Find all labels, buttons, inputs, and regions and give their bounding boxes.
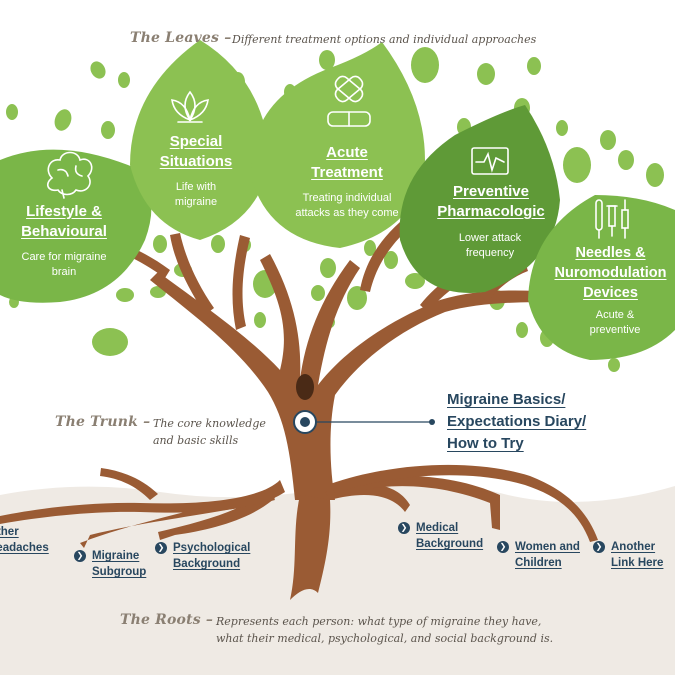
root-subgroup-line2: Subgroup	[92, 566, 147, 578]
root-psych-line2: Background	[173, 558, 241, 570]
root-women-line2: Children	[515, 557, 562, 569]
trunk-node-inner	[300, 417, 310, 427]
leaf-needles-shape	[528, 195, 675, 360]
trunk-links[interactable]: Migraine Basics/ Expectations Diary/ How…	[447, 389, 586, 455]
chevron-right-icon: ❯	[593, 541, 605, 553]
scattered-leaves	[6, 47, 664, 372]
bandage-pill-icon	[327, 75, 371, 127]
root-other-line1: Other	[0, 526, 19, 538]
leaf-preventive-shape	[399, 105, 560, 293]
syringe-icon	[595, 199, 629, 239]
root-link-another-label: Another Link Here	[611, 539, 663, 571]
link-migraine-basics[interactable]: Migraine Basics/	[447, 391, 566, 408]
root-link-psychological[interactable]: ❯ Psychological Background	[155, 540, 250, 572]
root-subgroup-line1: Migraine	[92, 550, 140, 562]
root-medical-line2: Background	[416, 538, 484, 550]
root-link-another[interactable]: ❯ Another Link Here	[593, 539, 663, 571]
leaves-section-desc: Different treatment options and individu…	[232, 33, 537, 46]
roots-desc-line1: Represents each person: what type of mig…	[216, 615, 542, 628]
link-how-to-try[interactable]: How to Try	[447, 435, 524, 452]
root-link-other-headaches[interactable]: Other Headaches	[0, 524, 49, 556]
root-link-migraine-subgroup[interactable]: ❯ Migraine Subgroup	[74, 548, 146, 580]
leaves-section-label: The Leaves –	[130, 30, 232, 46]
trunk-knot	[296, 374, 314, 400]
leaf-lifestyle-title-line2: Behavioural	[21, 223, 107, 240]
leaf-preventive-desc-line1: Lower attack	[458, 232, 522, 244]
leaf-acute-desc-line1: Treating individual	[302, 192, 392, 204]
roots-section-desc: Represents each person: what type of mig…	[216, 613, 553, 647]
chevron-right-icon: ❯	[155, 542, 167, 554]
chevron-right-icon: ❯	[398, 522, 410, 534]
root-link-migraine-subgroup-label: Migraine Subgroup	[92, 548, 146, 580]
leaf-preventive-desc: Lower attack frequency	[425, 231, 555, 261]
roots-section-label: The Roots –	[120, 612, 214, 628]
roots-desc-line2: what their medical, psychological, and s…	[216, 632, 554, 645]
leaf-special-title-line2: Situations	[159, 153, 233, 170]
trunk-desc-line2: and basic skills	[153, 434, 239, 447]
root-link-medical[interactable]: ❯ Medical Background	[398, 520, 483, 552]
root-link-other-headaches-label: Other Headaches	[0, 524, 49, 556]
leaf-lifestyle-desc: Care for migraine brain	[4, 250, 124, 280]
leaf-preventive-desc-line2: frequency	[465, 247, 515, 259]
root-link-medical-label: Medical Background	[416, 520, 483, 552]
link-expectations-diary[interactable]: Expectations Diary/	[447, 413, 587, 430]
big-leaves	[0, 40, 675, 360]
root-women-line1: Women and	[515, 541, 580, 553]
root-link-women-children-label: Women and Children	[515, 539, 580, 571]
root-link-women-children[interactable]: ❯ Women and Children	[497, 539, 580, 571]
trunk-section-desc: The core knowledge and basic skills	[153, 415, 266, 449]
chevron-right-icon: ❯	[497, 541, 509, 553]
leaf-needles-desc-line2: preventive	[589, 324, 641, 336]
root-another-line2: Link Here	[611, 557, 664, 569]
root-link-psychological-label: Psychological Background	[173, 540, 250, 572]
leaf-needles-title-line2: Nuromodulation	[554, 265, 667, 281]
leaf-needles-desc: Acute & preventive	[560, 308, 670, 338]
leaf-lifestyle-desc-line1: Care for migraine	[21, 251, 107, 263]
brain-icon	[46, 151, 93, 199]
roots	[0, 464, 598, 600]
leaf-special-desc-line1: Life with	[175, 181, 217, 193]
leaf-lifestyle-shape	[0, 149, 152, 303]
root-another-line1: Another	[611, 541, 656, 553]
leaf-lifestyle-desc-line2: brain	[51, 266, 77, 278]
trunk-desc-line1: The core knowledge	[153, 417, 266, 430]
leaf-special-title-line1: Special	[169, 133, 223, 150]
root-medical-line1: Medical	[416, 522, 459, 534]
chevron-right-icon: ❯	[74, 550, 86, 562]
leaf-acute-desc: Treating individual attacks as they come	[272, 191, 422, 221]
monitor-icon	[471, 147, 509, 175]
leaf-preventive-title-line2: Pharmacologic	[437, 203, 545, 220]
leaf-special-desc: Life with migraine	[140, 180, 252, 210]
leaf-acute-desc-line2: attacks as they come	[295, 207, 399, 219]
leaf-acute-title[interactable]: Acute Treatment	[282, 143, 412, 183]
leaf-acute-title-line1: Acute	[326, 144, 368, 161]
leaf-lifestyle-title[interactable]: Lifestyle & Behavioural	[4, 202, 124, 242]
leaf-needles-title[interactable]: Needles & Nuromodulation Devices	[546, 243, 675, 303]
leaf-lifestyle-title-line1: Lifestyle &	[26, 203, 102, 220]
trunk-section-label: The Trunk –	[55, 414, 151, 430]
leaf-acute-shape	[251, 42, 425, 248]
trunk-connector-dot	[429, 419, 435, 425]
leaf-special-desc-line2: migraine	[174, 196, 218, 208]
root-psych-line1: Psychological	[173, 542, 251, 554]
leaf-preventive-title-line1: Preventive	[453, 183, 529, 200]
leaf-needles-desc-line1: Acute &	[595, 309, 635, 321]
leaf-special-title[interactable]: Special Situations	[140, 132, 252, 172]
leaf-needles-title-line3: Devices	[583, 285, 638, 301]
leaf-needles-title-line1: Needles &	[575, 245, 646, 261]
leaf-preventive-title[interactable]: Preventive Pharmacologic	[420, 182, 562, 222]
root-other-line2: Headaches	[0, 542, 49, 554]
lotus-icon	[171, 90, 209, 123]
leaf-acute-title-line2: Treatment	[311, 164, 383, 181]
leaf-special-shape	[130, 40, 270, 240]
